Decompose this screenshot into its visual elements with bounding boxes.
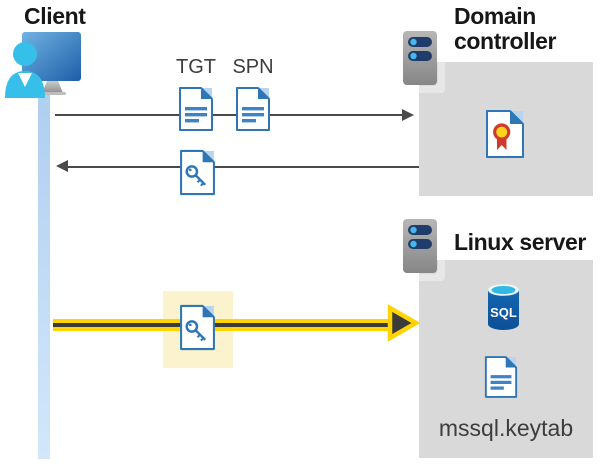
arrow-client-to-linux-head: [387, 304, 420, 342]
client-label: Client: [24, 3, 86, 29]
arrow-client-to-dc-head: [402, 109, 414, 121]
linux-server-icon: [403, 219, 437, 273]
arrow-client-to-linux-core: [53, 323, 389, 327]
keytab-file-label: mssql.keytab: [438, 415, 574, 441]
certificate-icon: [486, 110, 524, 158]
tgt-label: TGT: [176, 56, 216, 78]
client-timeline-bar: [38, 91, 50, 459]
domain-controller-label: Domain controller: [454, 3, 557, 54]
keytab-document-icon: [484, 356, 518, 398]
tgt-document-icon: [179, 87, 213, 131]
linux-server-label: Linux server: [454, 229, 586, 255]
ticket-key-document-icon: [180, 149, 215, 196]
spn-label: SPN: [232, 56, 274, 78]
arrow-client-to-dc-line: [55, 114, 403, 116]
sql-text: SQL: [490, 305, 517, 320]
highlighted-key-document-icon: [180, 304, 215, 351]
client-workstation-icon: [5, 32, 81, 98]
sql-database-icon: SQL: [488, 284, 519, 330]
arrow-dc-to-client-line: [68, 166, 419, 168]
domain-controller-server-icon: [403, 31, 437, 85]
arrow-client-to-linux-line: [53, 319, 389, 331]
spn-document-icon: [236, 87, 270, 131]
arrow-dc-to-client-head: [56, 160, 68, 172]
